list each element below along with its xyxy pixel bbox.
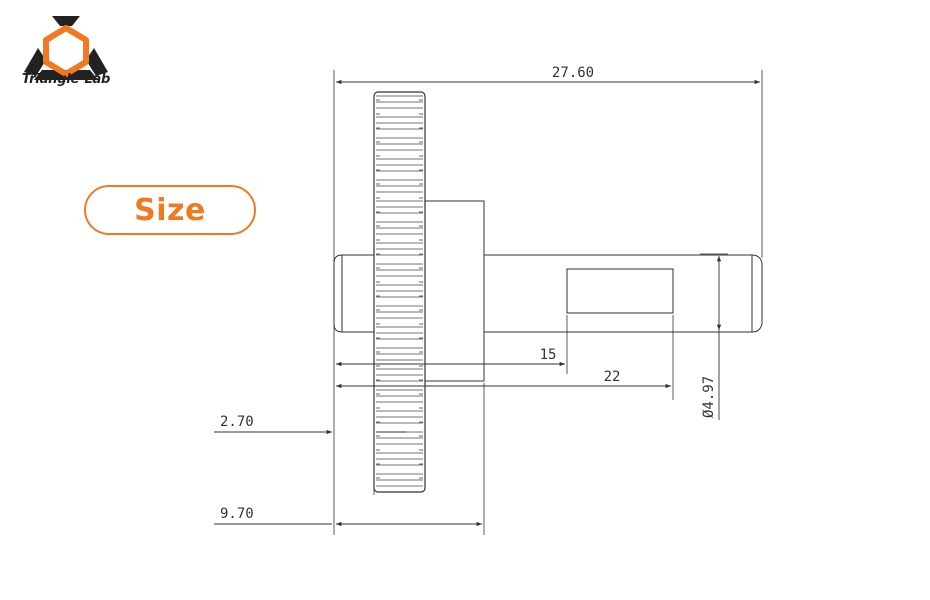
flat-slot (566, 268, 674, 314)
size-badge: Size (84, 185, 256, 235)
dim-gear-hub-width: 9.70 (220, 506, 254, 522)
triangle-lab-logo (24, 16, 108, 80)
dim-shaft-length: 22 (604, 369, 621, 385)
logo-wordmark: Triangle-Lab (21, 72, 111, 87)
dim-flat-length: 15 (540, 347, 557, 363)
extension-lines (333, 70, 763, 535)
dim-diameter: Ø4.97 (701, 376, 717, 418)
dimension-lines (214, 79, 760, 527)
gear (373, 91, 426, 493)
size-label: Size (134, 192, 206, 228)
gear-hub (422, 200, 485, 382)
dim-overall-length: 27.60 (552, 65, 594, 81)
dim-flange-offset: 2.70 (220, 414, 254, 430)
